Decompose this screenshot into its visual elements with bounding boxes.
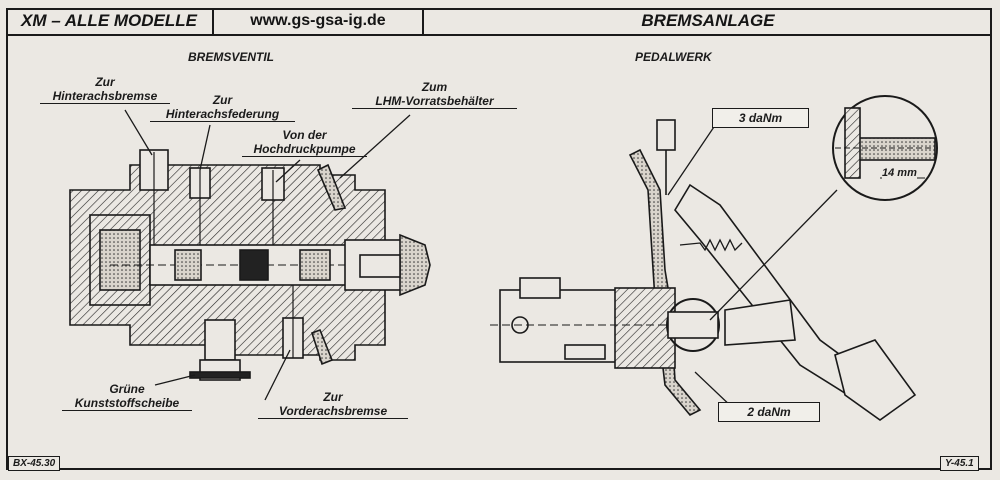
label-rear-suspension-line2: Hinterachsfederung (150, 107, 295, 122)
label-green-washer-line2: Kunststoffscheibe (62, 396, 192, 411)
label-green-washer: Grüne Kunststoffscheibe (62, 382, 192, 411)
label-rear-suspension-line1: Zur (212, 93, 233, 107)
label-front-brake-line2: Vorderachsbremse (258, 404, 408, 419)
panel-title-pedal-assembly: PEDALWERK (635, 50, 712, 64)
label-rear-suspension: Zur Hinterachsfederung (150, 93, 295, 122)
header-section: BREMSANLAGE (641, 11, 775, 30)
label-front-brake-line1: Zur (323, 390, 343, 404)
label-front-brake: Zur Vorderachsbremse (258, 390, 408, 419)
page-frame (6, 8, 992, 470)
label-lhm-tank: Zum LHM-Vorratsbehälter (352, 80, 517, 109)
label-green-washer-line1: Grüne (109, 382, 145, 396)
label-rear-brake-line1: Zur (95, 75, 115, 89)
detail-dimension: 14 mm (882, 166, 917, 180)
header-website-cell: www.gs-gsa-ig.de (214, 8, 424, 36)
brake-valve-drawing (69, 149, 431, 381)
header-section-cell: BREMSANLAGE (424, 8, 992, 36)
ref-left: BX-45.30 (8, 456, 61, 471)
label-hp-pump: Von der Hochdruckpumpe (242, 128, 367, 157)
header-model-cell: XM – ALLE MODELLE (6, 8, 214, 36)
label-hp-pump-line1: Von der (282, 128, 327, 142)
header-model: XM – ALLE MODELLE (21, 11, 197, 30)
label-lhm-tank-line2: LHM-Vorratsbehälter (352, 94, 517, 109)
label-hp-pump-line2: Hochdruckpumpe (242, 142, 367, 157)
pedal-assembly-drawing (490, 95, 938, 421)
torque-box-top: 3 daNm (712, 108, 809, 128)
ref-right: Y-45.1 (940, 456, 979, 471)
panel-title-brake-valve: BREMSVENTIL (188, 50, 275, 64)
torque-box-bottom: 2 daNm (718, 402, 820, 422)
label-lhm-tank-line1: Zum (421, 80, 448, 94)
label-rear-brake: Zur Hinterachsbremse (40, 75, 170, 104)
label-rear-brake-line2: Hinterachsbremse (40, 89, 170, 104)
header-website: www.gs-gsa-ig.de (250, 12, 386, 29)
leader-lines-left (124, 109, 411, 401)
